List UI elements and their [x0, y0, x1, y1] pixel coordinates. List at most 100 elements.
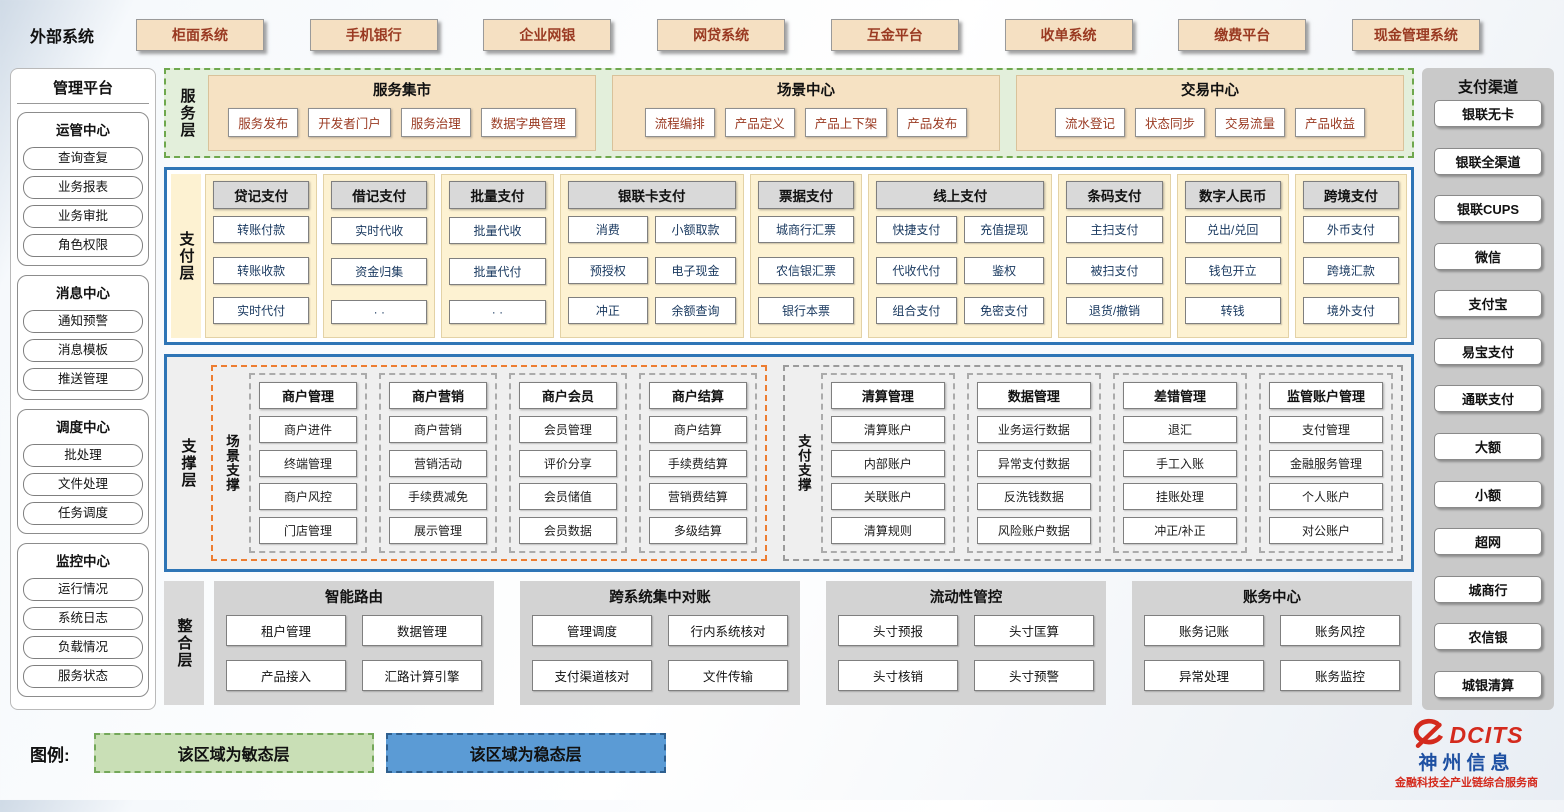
- column-title: 条码支付: [1066, 181, 1163, 209]
- service-item-box: 产品发布: [897, 107, 968, 137]
- payment-item-box: 免密支付: [963, 297, 1045, 325]
- column-title: 差错管理: [1122, 382, 1237, 409]
- column-title: 数据管理: [976, 382, 1091, 409]
- payment-channel-box: 农信银: [1434, 623, 1542, 651]
- external-system-box: 互金平台: [830, 19, 959, 51]
- payment-column-debit: 借记支付 实时代收资金归集· ·: [323, 174, 436, 338]
- integration-item-box: 头寸预警: [974, 660, 1094, 692]
- management-group-message: 消息中心 通知预警消息模板推送管理: [17, 275, 149, 400]
- section-label: 支付支撑: [795, 434, 811, 492]
- support-item-box: 反洗钱数据: [976, 483, 1091, 511]
- management-item-box: 负载情况: [23, 636, 143, 659]
- payment-item-box: 境外支付: [1302, 297, 1399, 325]
- external-systems-bar: 外部系统 柜面系统手机银行企业网银网贷系统互金平台收单系统缴费平台现金管理系统: [14, 12, 1550, 58]
- integration-item-box: 账务监控: [1280, 660, 1400, 692]
- management-item-box: 消息模板: [23, 339, 143, 362]
- column-title: 商户结算: [648, 382, 747, 409]
- support-item-box: 终端管理: [259, 449, 357, 477]
- payment-item-box: 实时代付: [213, 297, 310, 325]
- payment-layer-label: 支付层: [171, 174, 201, 338]
- service-item-box: 产品上下架: [804, 107, 888, 137]
- service-item-box: 服务治理: [400, 107, 471, 137]
- dcits-logo: DCITS 神州信息 金融科技全产业链综合服务商: [1395, 717, 1538, 789]
- payment-item-box: 小额取款: [655, 215, 736, 243]
- legend-stable-layer: 该区域为稳态层: [385, 733, 666, 773]
- group-items: 头寸预报头寸匡算头寸核销头寸预警: [838, 610, 1094, 696]
- group-items: 通知预警消息模板推送管理: [23, 310, 143, 391]
- payment-column-online: 线上支付 快捷支付充值提现代收代付鉴权组合支付免密支付: [868, 174, 1053, 338]
- support-item-box: 手续费结算: [648, 449, 747, 477]
- column-items: 外币支付跨境汇款境外支付: [1302, 209, 1399, 331]
- payment-item-box: 兑出/兑回: [1184, 215, 1281, 243]
- external-systems-label: 外部系统: [30, 29, 95, 46]
- integration-item-box: 头寸核销: [838, 660, 958, 692]
- payment-column-unionpay-card: 银联卡支付 消费小额取款预授权电子现金冲正余额查询: [559, 174, 744, 338]
- column-title: 监管账户管理: [1268, 382, 1384, 409]
- payment-column-batch: 批量支付 批量代收批量代付· ·: [441, 174, 554, 338]
- support-item-box: 展示管理: [388, 517, 487, 544]
- service-layer-label: 服务层: [178, 87, 196, 139]
- column-items: 消费小额取款预授权电子现金冲正余额查询: [567, 209, 736, 331]
- payment-column-credit: 贷记支付 转账付款转账收款实时代付: [205, 174, 318, 338]
- payment-item-box: 被扫支付: [1066, 256, 1163, 284]
- management-item-box: 角色权限: [23, 234, 143, 257]
- payment-channel-box: 城商行: [1434, 575, 1542, 603]
- external-system-box: 柜面系统: [136, 19, 264, 51]
- service-item-box: 数据字典管理: [480, 107, 576, 137]
- support-column-merchant-settlement: 商户结算 商户结算 手续费结算 营销费结算 多级结算: [638, 373, 757, 553]
- integration-item-box: 头寸预报: [838, 614, 958, 646]
- payment-item-box: 消费: [567, 215, 649, 243]
- payment-channel-box: 大额: [1434, 433, 1542, 461]
- legend-agile-layer: 该区域为敏态层: [93, 733, 374, 773]
- integration-group-liquidity-control: 流动性管控 头寸预报头寸匡算头寸核销头寸预警: [826, 581, 1106, 705]
- integration-item-box: 数据管理: [362, 614, 482, 646]
- service-item-box: 开发者门户: [308, 107, 391, 137]
- management-item-box: 业务审批: [23, 205, 143, 228]
- management-item-box: 通知预警: [23, 310, 143, 333]
- management-item-box: 系统日志: [23, 607, 143, 630]
- payment-item-box: 退货/撤销: [1066, 297, 1163, 325]
- support-item-box: 清算账户: [830, 415, 945, 443]
- payment-item-box: 实时代收: [331, 216, 428, 244]
- payment-item-box: 转钱: [1184, 297, 1281, 325]
- column-items: 转账付款转账收款实时代付: [213, 209, 310, 331]
- payment-column-crossborder: 跨境支付 外币支付跨境汇款境外支付: [1294, 174, 1407, 338]
- support-item-box: 支付管理: [1268, 415, 1384, 443]
- support-item-box: 内部账户: [830, 449, 945, 477]
- group-title: 场景中心: [777, 83, 835, 99]
- support-section-scenario: 场景支撑 商户管理 商户进件 终端管理 商户风控 门店管理 商户营销: [211, 365, 767, 561]
- group-title: 交易中心: [1181, 83, 1239, 99]
- column-items: 兑出/兑回钱包开立转钱: [1184, 209, 1281, 331]
- external-system-box: 收单系统: [1004, 19, 1133, 51]
- group-title: 运管中心: [56, 123, 110, 138]
- column-items: 城商行汇票农信银汇票银行本票: [757, 209, 855, 331]
- support-item-box: 关联账户: [830, 483, 945, 511]
- support-column-merchant-management: 商户管理 商户进件 终端管理 商户风控 门店管理: [249, 373, 367, 553]
- payment-layer: 支付层 贷记支付 转账付款转账收款实时代付 借记支付 实时代收资金归集· ·: [164, 167, 1414, 345]
- service-item-box: 交易流量: [1215, 107, 1286, 137]
- support-item-box: 评价分享: [518, 449, 617, 477]
- service-item-box: 流水登记: [1054, 107, 1125, 137]
- support-column-merchant-marketing: 商户营销 商户营销 营销活动 手续费减免 展示管理: [378, 373, 497, 553]
- column-title: 借记支付: [331, 181, 428, 209]
- payment-channels-title: 支付渠道: [1457, 79, 1518, 96]
- architecture-diagram: 外部系统 柜面系统手机银行企业网银网贷系统互金平台收单系统缴费平台现金管理系统 …: [0, 12, 1564, 812]
- service-group-transaction-center: 交易中心 流水登记状态同步交易流量产品收益: [1016, 75, 1404, 151]
- external-system-box: 现金管理系统: [1351, 19, 1480, 51]
- support-item-box: 个人账户: [1268, 483, 1384, 511]
- group-title: 跨系统集中对账: [609, 590, 711, 606]
- payment-item-box: 钱包开立: [1184, 256, 1281, 284]
- management-group-operations: 运管中心 查询查复业务报表业务审批角色权限: [17, 112, 149, 266]
- group-title: 智能路由: [325, 590, 383, 606]
- management-item-box: 查询查复: [23, 147, 143, 170]
- payment-item-box: 外币支付: [1302, 215, 1399, 243]
- support-item-box: 风险账户数据: [976, 517, 1091, 544]
- integration-group-smart-routing: 智能路由 租户管理数据管理产品接入汇路计算引擎: [214, 581, 494, 705]
- column-items: 主扫支付被扫支付退货/撤销: [1066, 209, 1163, 331]
- support-item-box: 清算规则: [830, 517, 945, 544]
- payment-item-box: 鉴权: [963, 256, 1045, 284]
- integration-item-box: 账务记账: [1144, 614, 1264, 646]
- payment-item-box: 转账付款: [213, 215, 310, 243]
- payment-item-box: 冲正: [567, 297, 649, 325]
- integration-layer: 整合层 智能路由 租户管理数据管理产品接入汇路计算引擎 跨系统集中对账 管理调度…: [164, 581, 1414, 705]
